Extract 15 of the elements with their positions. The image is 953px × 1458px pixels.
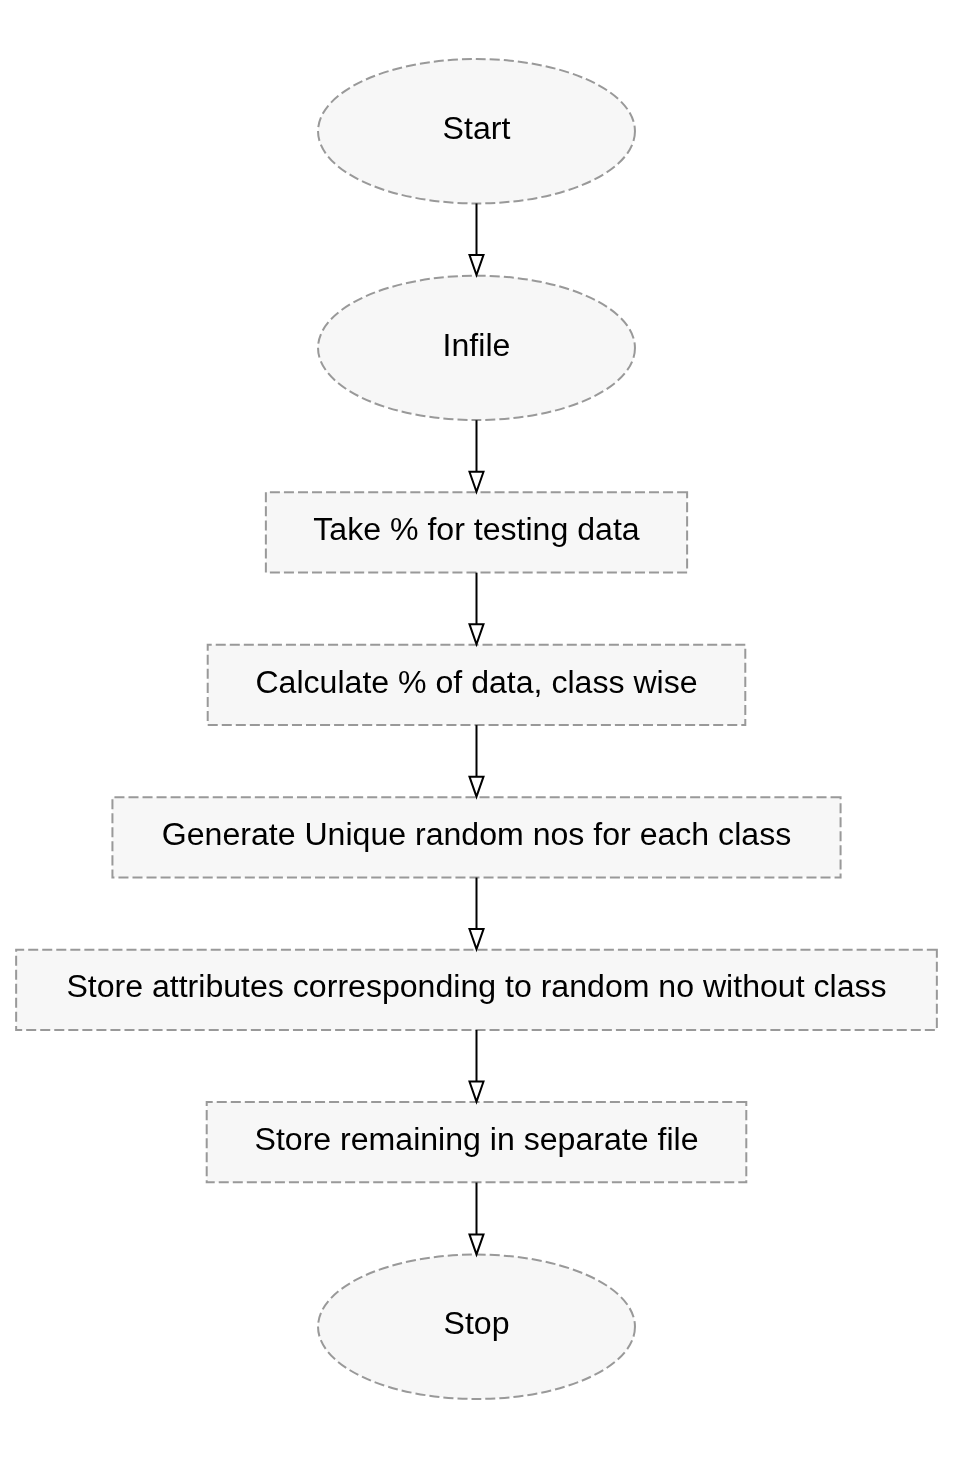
node-box: Store attributes corresponding to random no without class xyxy=(15,948,938,1031)
node-box: Store remaining in separate file xyxy=(205,1101,748,1184)
arrow xyxy=(468,1182,485,1258)
node-box: Generate Unique random nos for each class xyxy=(111,796,842,879)
arrow xyxy=(468,725,485,800)
node-box: Take % for testing data xyxy=(264,491,689,574)
arrow xyxy=(468,420,485,495)
node-ellipse: Infile xyxy=(317,274,636,422)
arrow xyxy=(468,572,485,648)
arrow xyxy=(468,203,485,279)
arrow xyxy=(468,877,485,953)
node-ellipse: Stop xyxy=(317,1253,636,1400)
arrow xyxy=(468,1030,485,1105)
node-ellipse: Start xyxy=(317,58,636,205)
node-box: Calculate % of data, class wise xyxy=(206,643,747,726)
